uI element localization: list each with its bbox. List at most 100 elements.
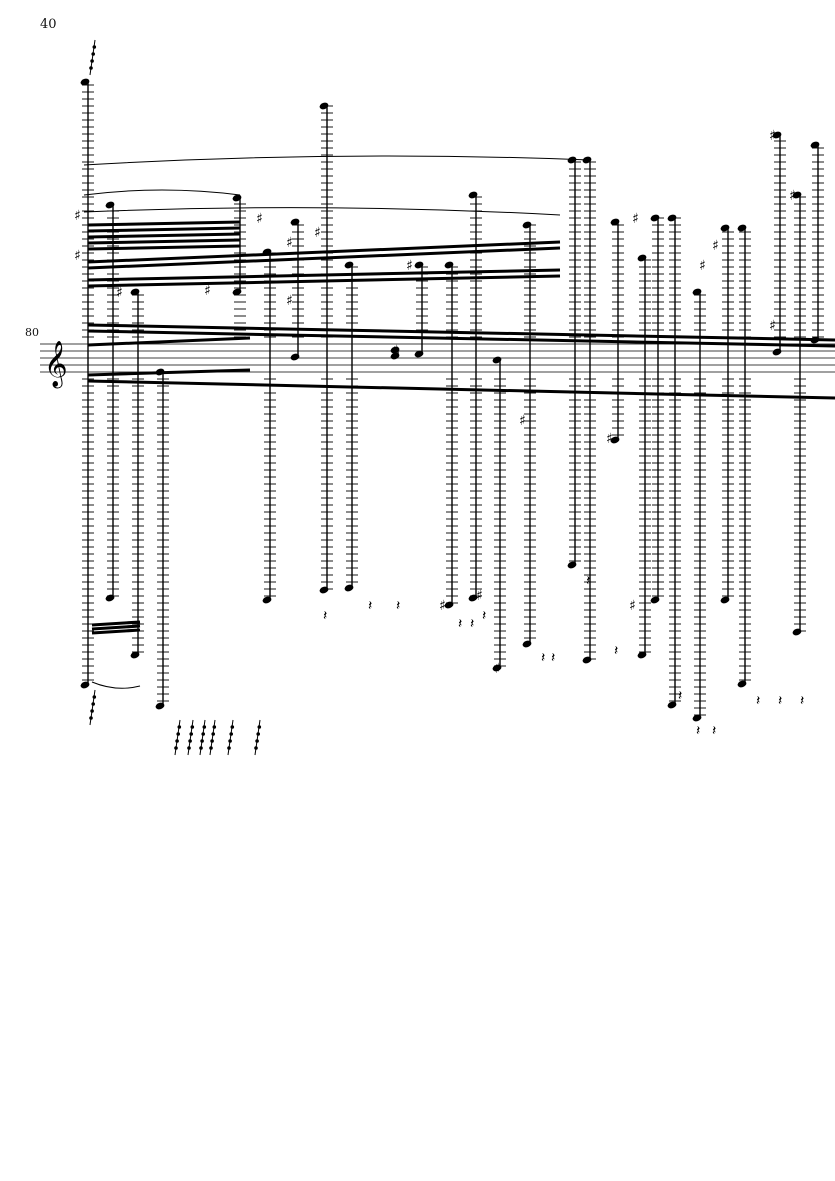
slur (83, 189, 241, 196)
notehead (610, 218, 620, 226)
sharp-icon: ♯ (712, 238, 719, 254)
grace-notehead (91, 702, 95, 706)
notehead (414, 261, 424, 269)
quarter-rest-icon: 𝄽 (678, 688, 682, 704)
grace-notehead (92, 695, 97, 699)
sharp-icon: ♯ (286, 235, 293, 251)
grace-notehead (255, 739, 259, 743)
quarter-rest-icon: 𝄽 (458, 616, 462, 632)
grace-notehead (212, 725, 217, 729)
treble-clef-icon: 𝄞 (44, 341, 68, 389)
notehead (792, 628, 802, 636)
notehead (582, 156, 592, 164)
sharp-icon: ♯ (769, 318, 776, 334)
notehead (468, 191, 478, 199)
grace-notehead (89, 66, 93, 70)
beam (91, 620, 141, 627)
grace-notehead (210, 739, 214, 743)
notehead (567, 156, 577, 164)
notehead (692, 288, 702, 296)
notehead (344, 584, 354, 592)
page-number: 40 (40, 17, 57, 32)
notehead (772, 131, 782, 139)
grace-notehead (228, 739, 232, 743)
notehead (667, 701, 677, 709)
notehead (262, 248, 272, 256)
notes: ♯♯♯♯♯♯♯♯♯♯♯♯♯♯♯♯♯♯♯♯♯♯𝄽𝄽𝄽𝄽𝄽𝄽𝄽𝄽𝄽𝄽𝄽𝄽𝄽𝄽𝄽𝄽 (74, 39, 824, 756)
quarter-rest-icon: 𝄽 (470, 616, 474, 632)
notehead (390, 346, 400, 354)
notehead (667, 214, 677, 222)
sharp-icon: ♯ (629, 598, 636, 614)
notehead (232, 194, 242, 202)
beam (87, 336, 251, 347)
grace-notehead (209, 746, 213, 750)
notehead (80, 681, 90, 689)
sharp-icon: ♯ (606, 431, 613, 447)
quarter-rest-icon: 𝄽 (712, 723, 716, 739)
quarter-rest-icon: 𝄽 (586, 573, 590, 589)
grace-notehead (175, 739, 179, 743)
grace-notehead (90, 59, 94, 63)
notehead (650, 214, 660, 222)
sharp-icon: ♯ (116, 285, 123, 301)
notehead (155, 368, 165, 376)
notehead (637, 651, 647, 659)
sharp-icon: ♯ (392, 343, 399, 359)
notehead (737, 680, 747, 688)
notehead (444, 601, 454, 609)
notehead (772, 348, 782, 356)
slur (83, 155, 591, 166)
beam (87, 323, 835, 342)
sharp-icon: ♯ (632, 211, 639, 227)
grace-notehead (176, 732, 180, 736)
sharp-icon: ♯ (314, 225, 321, 241)
measure-number: 80 (25, 326, 39, 339)
beam (87, 379, 835, 400)
slur (83, 207, 561, 216)
notehead (155, 702, 165, 710)
grace-notehead (92, 45, 97, 49)
quarter-rest-icon: 𝄽 (551, 650, 555, 666)
grace-notehead (91, 52, 95, 56)
grace-notehead (202, 725, 207, 729)
notehead (810, 336, 820, 344)
quarter-rest-icon: 𝄽 (541, 650, 545, 666)
grace-notehead (174, 746, 178, 750)
beam (87, 240, 561, 264)
sharp-icon: ♯ (256, 211, 263, 227)
notehead (692, 714, 702, 722)
grace-notehead (200, 739, 204, 743)
sharp-icon: ♯ (286, 293, 293, 309)
sharp-icon: ♯ (74, 248, 81, 264)
quarter-rest-icon: 𝄽 (368, 598, 372, 614)
grace-notehead (256, 732, 261, 736)
notehead (319, 102, 329, 110)
grace-notehead (89, 716, 93, 720)
grace-notehead (90, 709, 94, 713)
grace-notehead (188, 739, 192, 743)
notehead (344, 261, 354, 269)
notehead (80, 78, 90, 86)
sharp-icon: ♯ (476, 588, 483, 604)
grace-notehead (189, 732, 193, 736)
grace-notehead (211, 732, 215, 736)
grace-notehead (229, 732, 233, 736)
beam (91, 628, 141, 635)
beam (87, 232, 241, 239)
quarter-rest-icon: 𝄽 (778, 693, 782, 709)
sharp-icon: ♯ (519, 413, 526, 429)
sharp-icon: ♯ (789, 188, 796, 204)
notehead (522, 640, 532, 648)
quarter-rest-icon: 𝄽 (323, 608, 327, 624)
sharp-icon: ♯ (769, 128, 776, 144)
beam (87, 226, 241, 233)
quarter-rest-icon: 𝄽 (614, 643, 618, 659)
grace-notehead (230, 725, 235, 729)
beam (87, 329, 835, 348)
sharp-icon: ♯ (74, 208, 81, 224)
staff-lines (40, 343, 835, 373)
beam (91, 624, 141, 631)
notehead (290, 218, 300, 226)
